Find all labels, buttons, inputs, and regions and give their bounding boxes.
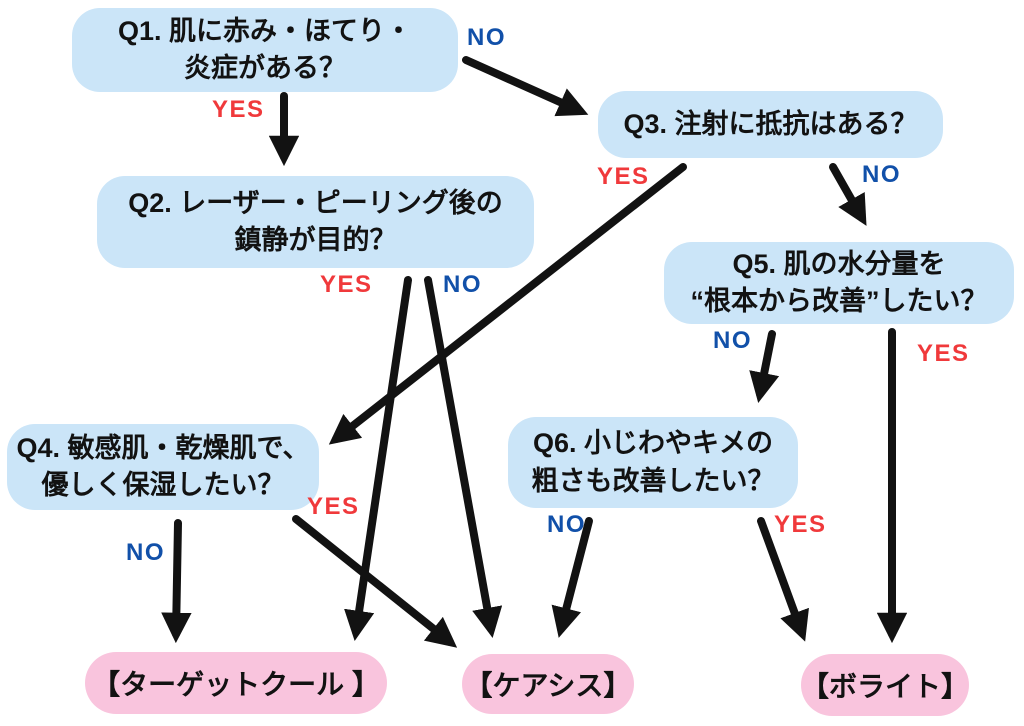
node-q5-line2: “根本から改善”したい？ [690, 286, 988, 316]
node-q1-line1: Q1. 肌に赤み・ほてり・ [117, 15, 413, 46]
node-q1-line2: 炎症がある？ [184, 53, 346, 83]
node-q1: Q1. 肌に赤み・ほてり・ 炎症がある？ [72, 8, 458, 92]
node-result-volite: 【ボライト】 [801, 654, 969, 716]
node-q6: Q6. 小じわやキメの 粗さも改善したい？ [508, 417, 798, 508]
edge-label-q4-no: NO [126, 539, 165, 566]
node-q5-line1: Q5. 肌の水分量を [732, 248, 946, 279]
result-targetcool-label: 【ターゲットクール 】 [92, 669, 380, 700]
node-q3-line1: Q3. 注射に抵抗はある？ [623, 108, 918, 139]
node-result-targetcool: 【ターゲットクール 】 [85, 652, 387, 714]
edge-label-q2-no: NO [443, 271, 482, 298]
edge-label-q6-no: NO [547, 511, 586, 538]
arrow-q1-no [462, 56, 589, 117]
node-q2-line2: 鎮静が目的？ [234, 225, 397, 255]
arrow-q2-yes [344, 276, 412, 642]
arrow-q2-no [424, 276, 503, 638]
edge-label-q6-yes: YES [774, 511, 827, 538]
node-q6-line1: Q6. 小じわやキメの [532, 428, 774, 459]
node-q2: Q2. レーザー・ピーリング後の 鎮静が目的？ [97, 176, 534, 268]
result-volite-label: 【ボライト】 [801, 671, 970, 702]
result-caresys-label: 【ケアシス】 [464, 670, 632, 701]
edge-label-q4-yes: YES [307, 493, 360, 520]
edge-label-q3-no: NO [862, 161, 901, 188]
arrow-q4-yes [292, 515, 458, 648]
node-result-caresys: 【ケアシス】 [462, 654, 634, 714]
arrow-q3-no [829, 163, 867, 226]
edge-label-q3-yes: YES [597, 163, 650, 190]
edge-label-q5-yes: YES [917, 340, 970, 367]
arrow-q4-no [161, 519, 192, 644]
node-q5: Q5. 肌の水分量を “根本から改善”したい？ [664, 242, 1014, 324]
node-q4-line2: 優しく保湿したい？ [41, 470, 285, 500]
node-q6-line2: 粗さも改善したい？ [531, 465, 775, 496]
arrow-q5-no [749, 330, 780, 403]
node-q4-line1: Q4. 敏感肌・乾燥肌で、 [16, 432, 310, 463]
edge-label-q1-no: NO [467, 24, 506, 51]
node-q2-line1: Q2. レーザー・ピーリング後の [128, 187, 503, 218]
node-q3: Q3. 注射に抵抗はある？ [598, 91, 943, 158]
node-q4: Q4. 敏感肌・乾燥肌で、 優しく保湿したい？ [7, 424, 319, 510]
edge-label-q1-yes: YES [212, 96, 265, 123]
edge-label-q2-yes: YES [320, 271, 373, 298]
edge-label-q5-no: NO [713, 327, 752, 354]
